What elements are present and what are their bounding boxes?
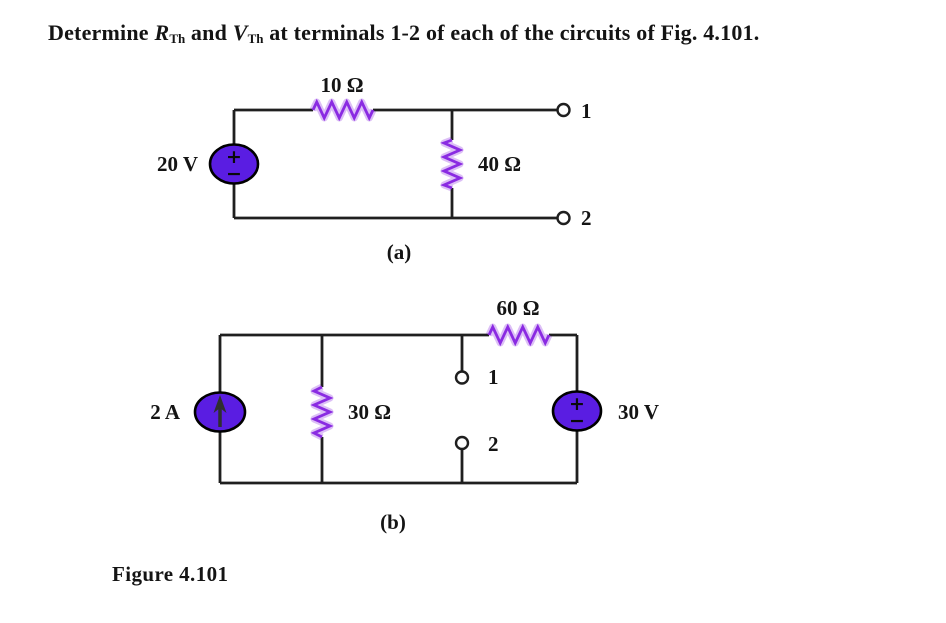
- problem-conjunction: and: [185, 20, 233, 45]
- circuit-b: + − 60 Ω 2 A 30 Ω 30 V 1 2 (b): [150, 296, 659, 534]
- label-terminal-2-a: 2: [581, 206, 592, 230]
- problem-suffix: at terminals 1-2 of each of the circuits…: [263, 20, 760, 45]
- plus-sign-icon: +: [569, 393, 585, 415]
- current-arrow-icon: [213, 395, 227, 413]
- v-th-symbol: V: [232, 20, 248, 45]
- label-terminal-1-b: 1: [488, 365, 499, 389]
- minus-sign-icon: −: [226, 163, 242, 185]
- resistor-10ohm-zigzag: [311, 98, 375, 122]
- r-th-subscript: Th: [169, 31, 186, 46]
- label-2a: 2 A: [150, 400, 181, 424]
- label-10ohm: 10 Ω: [320, 73, 363, 97]
- terminal-1-node-a: [556, 102, 571, 118]
- problem-prefix: Determine: [48, 20, 155, 45]
- minus-sign-icon: −: [569, 410, 585, 432]
- voltage-source-20v-icon: [208, 143, 260, 185]
- label-30ohm: 30 Ω: [348, 400, 391, 424]
- label-terminal-2-b: 2: [488, 432, 499, 456]
- resistor-30ohm-zigzag: [310, 385, 334, 439]
- r-th-symbol: R: [154, 20, 170, 45]
- resistor-60ohm-zigzag: [487, 323, 551, 347]
- label-60ohm: 60 Ω: [496, 296, 539, 320]
- sublabel-b: (b): [380, 510, 406, 534]
- sublabel-a: (a): [387, 240, 412, 264]
- plus-sign-icon: +: [226, 146, 242, 168]
- terminal-2-node-b: [454, 435, 470, 451]
- label-40ohm: 40 Ω: [478, 152, 521, 176]
- label-20v: 20 V: [157, 152, 198, 176]
- terminal-2-node-a: [556, 210, 571, 226]
- label-30v: 30 V: [618, 400, 659, 424]
- problem-statement: Determine RTh and VTh at terminals 1-2 o…: [48, 20, 759, 47]
- circuit-a: + − 10 Ω 20 V 40 Ω 1 2 (a): [157, 73, 592, 264]
- resistor-40ohm-zigzag: [440, 138, 464, 190]
- voltage-source-30v-icon: [551, 390, 603, 432]
- terminal-1-node-b: [454, 370, 470, 385]
- v-th-subscript: Th: [247, 31, 264, 46]
- label-terminal-1-a: 1: [581, 99, 592, 123]
- figure-caption: Figure 4.101: [112, 562, 229, 586]
